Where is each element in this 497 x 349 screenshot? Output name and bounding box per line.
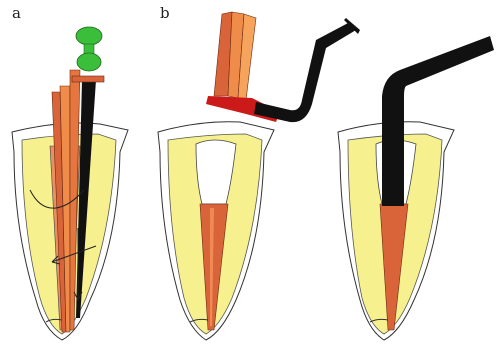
carrier-shaft (254, 22, 356, 122)
rubber-stopper-top (76, 27, 102, 45)
tooth-1 (12, 27, 128, 340)
tooth-1-spreader-collar (72, 76, 104, 82)
plugger-bend (382, 36, 494, 96)
heat-carrier-instrument (206, 12, 360, 122)
plugger-shaft (382, 96, 404, 206)
rubber-stopper-neck (84, 44, 94, 54)
tooth-2 (158, 122, 274, 340)
rubber-stopper-bottom (77, 53, 101, 71)
